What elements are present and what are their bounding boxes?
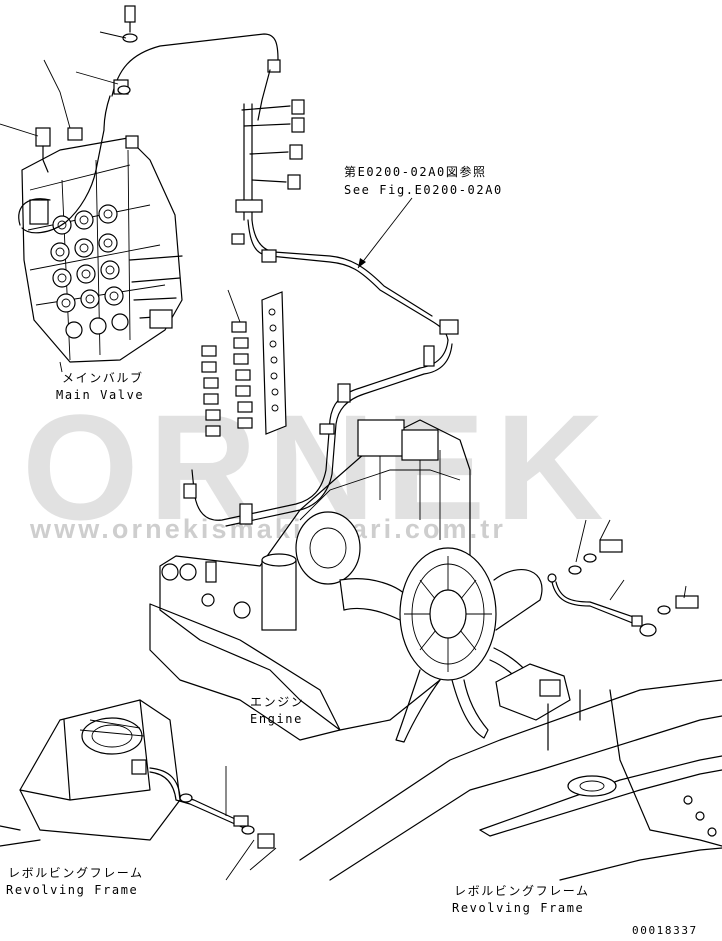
top-harness-drawing [21, 5, 281, 234]
watermark-url: www.ornekismakinalari.com.tr [30, 514, 506, 544]
revolving-frame-left-drawing [0, 699, 277, 881]
revolving-frame-left-label-jp: レボルビングフレーム [8, 866, 144, 880]
main-valve-label-jp: メインバルブ [62, 371, 144, 385]
revolving-frame-right-label-en: Revolving Frame [452, 901, 585, 915]
revolving-frame-right-label-jp: レボルビングフレーム [454, 884, 590, 898]
revolving-frame-right-drawing [299, 663, 722, 881]
main-valve-drawing [0, 59, 183, 363]
engine-label-en: Engine [250, 712, 303, 726]
engine-harness-drawing [183, 339, 453, 527]
engine-drawing [149, 419, 543, 743]
reference-label-jp: 第E0200-02A0図参照 [344, 165, 487, 179]
main-valve-label-en: Main Valve [56, 388, 145, 402]
reference-label-en: See Fig.E0200-02A0 [344, 183, 503, 197]
revolving-frame-left-label-en: Revolving Frame [6, 883, 139, 897]
terminal-block-drawing [201, 289, 287, 437]
connector-cluster-drawing [231, 99, 459, 341]
ground-cable-right-drawing [547, 519, 699, 637]
engine-label-jp: エンジン [250, 695, 305, 709]
drawing-number: 00018337 [632, 924, 698, 937]
